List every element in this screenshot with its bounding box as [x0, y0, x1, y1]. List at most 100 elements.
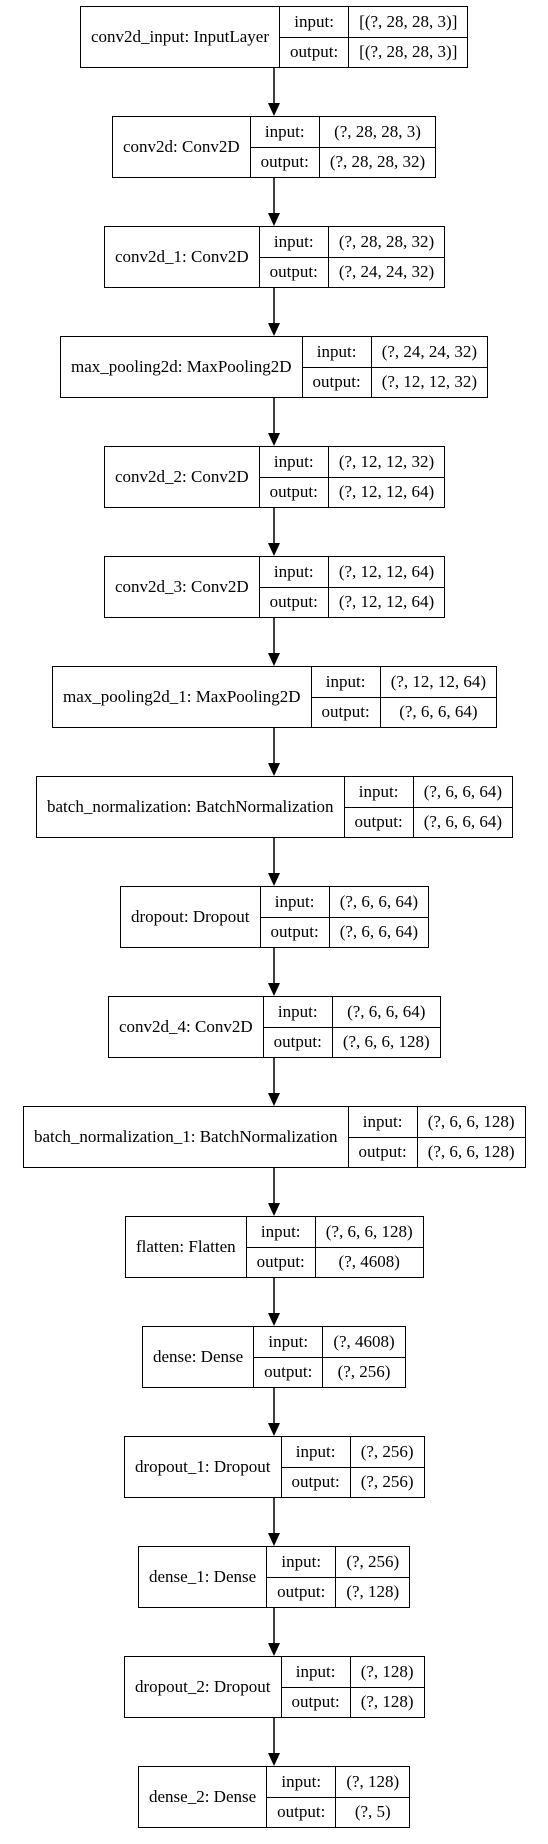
layer-name: dense_2: Dense: [139, 1767, 268, 1827]
layer-name: max_pooling2d: MaxPooling2D: [61, 337, 303, 397]
edge-arrowhead: [268, 873, 280, 886]
input-label: input:: [311, 667, 380, 698]
edge-arrowhead: [268, 653, 280, 666]
output-label: output:: [321, 702, 370, 722]
output-label: output:: [291, 1692, 340, 1712]
layer-node-conv2d-3: conv2d_3: Conv2D input: output: (?, 12, 1…: [104, 556, 446, 618]
input-label: input:: [260, 887, 329, 918]
output-label: output:: [269, 592, 318, 612]
edge-arrowhead: [268, 1753, 280, 1766]
layer-name: conv2d_input: InputLayer: [81, 7, 280, 67]
layer-node-max-pooling2d: max_pooling2d: MaxPooling2D input:output…: [60, 336, 489, 398]
input-shape: (?, 6, 6, 128): [417, 1107, 525, 1138]
input-shape: (?, 6, 6, 64): [332, 997, 440, 1028]
output-label: output:: [264, 1362, 313, 1382]
layer-node-max-pooling2d-1: max_pooling2d_1: MaxPooling2D input: outp…: [52, 666, 498, 728]
input-label: input:: [259, 447, 328, 478]
layer-node-dense-2: dense_2: Dense input:output: (?, 128)(?,…: [138, 1766, 411, 1828]
edge-arrowhead: [268, 213, 280, 226]
output-label: output:: [269, 482, 318, 502]
input-shape: (?, 256): [336, 1547, 410, 1578]
layer-name: max_pooling2d_1: MaxPooling2D: [53, 667, 312, 727]
layer-name: conv2d: Conv2D: [113, 117, 251, 177]
edge-arrowhead: [268, 103, 280, 116]
edge-arrowhead: [268, 323, 280, 336]
output-label: output:: [312, 372, 361, 392]
output-label: output:: [291, 1472, 340, 1492]
edge-arrowhead: [268, 763, 280, 776]
input-shape: (?, 4608): [323, 1327, 405, 1358]
layer-node-dense-1: dense_1: Dense input: output: (?, 256) (?,…: [138, 1546, 411, 1608]
input-label: input:: [259, 557, 328, 588]
output-label: output:: [256, 1252, 305, 1272]
output-shape: (?, 256): [337, 1362, 391, 1382]
output-label: output:: [277, 1582, 326, 1602]
input-label: input:: [246, 1217, 315, 1248]
edge-arrowhead: [268, 1203, 280, 1216]
input-shape: (?, 28, 28, 3): [319, 117, 436, 148]
layer-name: dropout: Dropout: [121, 887, 261, 947]
input-shape: (?, 6, 6, 64): [329, 887, 429, 918]
layer-node-conv2d-4: conv2d_4: Conv2D input: output: (?, 6, 6,…: [108, 996, 441, 1058]
layer-name: conv2d_4: Conv2D: [109, 997, 264, 1057]
layer-node-dropout-2: dropout_2: Dropout input:output: (?, 128…: [124, 1656, 425, 1718]
edge-arrowhead: [268, 1643, 280, 1656]
layer-node-batch-normalization-1: batch_normalization_1: BatchNormalizatio…: [23, 1106, 526, 1168]
output-label: output:: [260, 152, 309, 172]
output-shape: (?, 256): [360, 1472, 414, 1492]
output-shape: (?, 128): [360, 1692, 414, 1712]
layer-name: batch_normalization_1: BatchNormalizatio…: [24, 1107, 349, 1167]
input-shape: (?, 12, 12, 64): [380, 667, 497, 698]
input-label: input:: [344, 777, 413, 808]
layer-node-conv2d-2: conv2d_2: Conv2D input:output: (?, 12, 1…: [104, 446, 446, 508]
input-label: input:: [259, 227, 328, 258]
edge-arrowhead: [268, 1423, 280, 1436]
input-label: input:: [263, 997, 332, 1028]
input-shape: [(?, 28, 28, 3)]: [349, 7, 468, 38]
output-label: output:: [273, 1032, 322, 1052]
layer-node-dropout: dropout: Dropout input: output: (?, 6, 6,…: [120, 886, 430, 948]
output-shape: (?, 12, 12, 64): [338, 482, 435, 502]
layer-node-batch-normalization: batch_normalization: BatchNormalization …: [36, 776, 514, 838]
input-shape: (?, 28, 28, 32): [328, 227, 445, 258]
input-shape: (?, 24, 24, 32): [371, 337, 488, 368]
output-label: output:: [290, 42, 339, 62]
layer-name: dense: Dense: [143, 1327, 255, 1387]
output-shape: (?, 6, 6, 64): [423, 812, 503, 832]
output-shape: (?, 6, 6, 64): [339, 922, 419, 942]
output-label: output:: [354, 812, 403, 832]
input-shape: (?, 12, 12, 64): [328, 557, 445, 588]
input-shape: (?, 12, 12, 32): [328, 447, 445, 478]
input-label: input:: [280, 7, 349, 38]
edge-arrowhead: [268, 433, 280, 446]
output-shape: (?, 12, 12, 64): [338, 592, 435, 612]
layer-node-conv2d-1: conv2d_1: Conv2D input:output: (?, 28, 2…: [104, 226, 446, 288]
output-shape: (?, 12, 12, 32): [381, 372, 478, 392]
input-label: input:: [254, 1327, 323, 1358]
input-label: input:: [348, 1107, 417, 1138]
output-shape: (?, 24, 24, 32): [338, 262, 435, 282]
input-label: input:: [267, 1547, 336, 1578]
edge-arrowhead: [268, 1533, 280, 1546]
layer-name: conv2d_3: Conv2D: [105, 557, 260, 617]
output-label: output:: [358, 1142, 407, 1162]
input-shape: (?, 128): [336, 1767, 410, 1798]
output-shape: (?, 128): [346, 1582, 400, 1602]
output-label: output:: [277, 1802, 326, 1822]
input-label: input:: [250, 117, 319, 148]
edge-arrowhead: [268, 543, 280, 556]
output-shape: (?, 4608): [338, 1252, 400, 1272]
output-shape: (?, 28, 28, 32): [329, 152, 426, 172]
output-label: output:: [270, 922, 319, 942]
input-shape: (?, 6, 6, 128): [315, 1217, 423, 1248]
layer-name: flatten: Flatten: [126, 1217, 247, 1277]
input-label: input:: [281, 1657, 350, 1688]
layer-node-flatten: flatten: Flatten input: output: (?, 6, 6,…: [125, 1216, 424, 1278]
edge-arrowhead: [268, 983, 280, 996]
layer-name: dropout_1: Dropout: [125, 1437, 282, 1497]
output-shape: (?, 6, 6, 128): [427, 1142, 515, 1162]
layer-name: dense_1: Dense: [139, 1547, 268, 1607]
output-shape: [(?, 28, 28, 3)]: [359, 42, 458, 62]
